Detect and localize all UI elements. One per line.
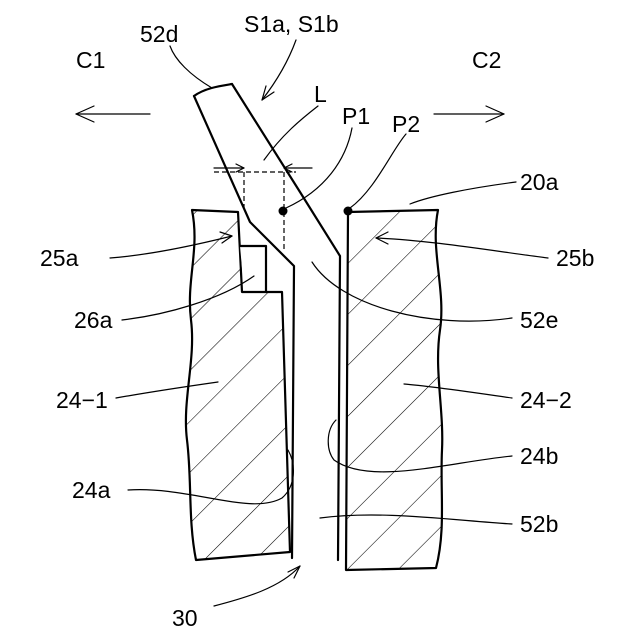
label-24b: 24b — [520, 443, 558, 469]
label-p2: P2 — [392, 111, 420, 137]
label-52e: 52e — [520, 307, 558, 333]
label-30: 30 — [172, 605, 198, 631]
label-p1: P1 — [342, 103, 370, 129]
label-c2: C2 — [472, 47, 501, 73]
label-20a: 20a — [520, 169, 559, 195]
label-26a: 26a — [74, 307, 113, 333]
label-52b: 52b — [520, 511, 558, 537]
label-24-2: 24−2 — [520, 387, 572, 413]
label-25a: 25a — [40, 245, 79, 271]
label-24a: 24a — [72, 477, 111, 503]
arrow-c2-icon — [434, 106, 504, 122]
label-l: L — [314, 81, 327, 107]
arrow-s1-icon — [262, 40, 296, 100]
arrow-c1-icon — [76, 106, 150, 122]
label-c1: C1 — [76, 47, 105, 73]
label-24-1: 24−1 — [56, 387, 108, 413]
right-wall-24-2 — [340, 200, 460, 580]
label-52d: 52d — [140, 21, 178, 47]
arrow-30-icon — [214, 566, 300, 606]
label-s1a-s1b: S1a, S1b — [244, 11, 339, 37]
label-25b: 25b — [556, 245, 594, 271]
